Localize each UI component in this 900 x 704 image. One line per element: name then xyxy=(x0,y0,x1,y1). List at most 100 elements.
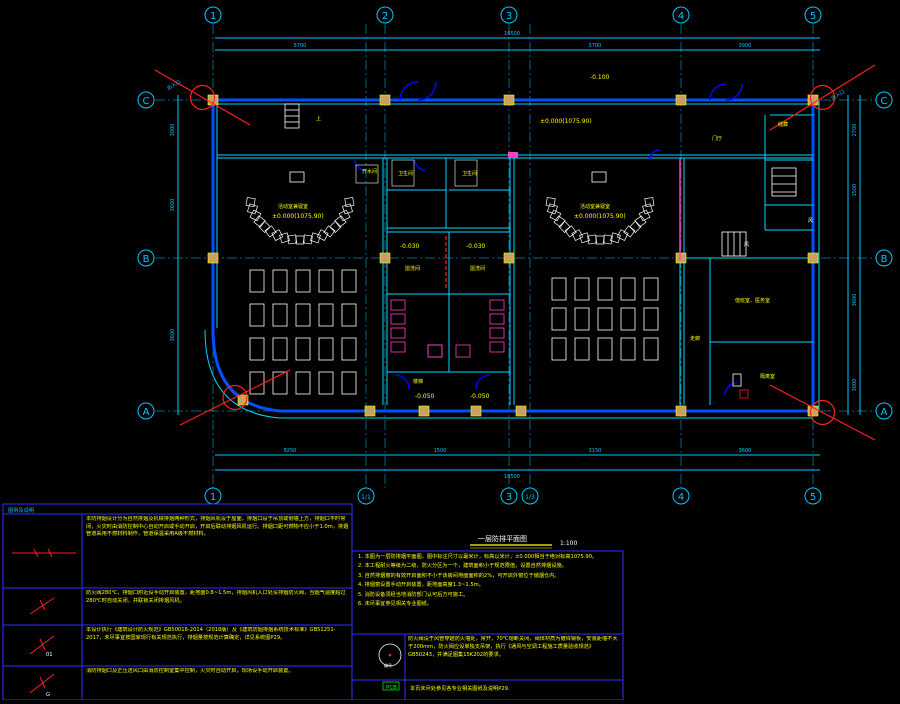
dimension-lines xyxy=(177,37,861,471)
axis-label-left-c: C xyxy=(143,96,150,107)
fire-arrow-icon xyxy=(769,64,876,131)
toilet-stall xyxy=(489,341,505,353)
column-icon xyxy=(675,94,687,106)
teacher-desk xyxy=(591,171,607,183)
plan-title-name: 一层防排平面图 xyxy=(478,534,527,543)
axis-bubble-icon xyxy=(875,402,893,420)
axis-label-bottom-5: 4 xyxy=(678,492,684,503)
dim-right-seg-1: 2700 xyxy=(852,124,858,137)
axis-labels: 1 2 3 4 5 1 1/1 3 1/3 4 5 C B A C B A xyxy=(143,11,888,503)
desk xyxy=(295,269,311,293)
fire-arrow-icon xyxy=(179,369,291,426)
wash-basin xyxy=(427,344,443,358)
note-item: 2. 本工程耐火等级为二级，防火分区为一个，建筑面积小于规范限值，设置自然排烟设… xyxy=(358,563,567,570)
bench-seat xyxy=(634,215,647,228)
dim-left-seg-2: 3600 xyxy=(170,199,176,212)
note-item: 1. 本图为一层防排烟平面图，图中标注尺寸以毫米计，标高以米计，±0.000相当… xyxy=(358,554,598,560)
legend-texts: 图例及说明 01 G 本防排烟设计分为自然排烟及机械排烟两种形式，排烟风机设于屋… xyxy=(8,506,349,698)
fire-arrow-icon xyxy=(769,384,876,441)
toilet-stall xyxy=(390,299,406,311)
bench-seat xyxy=(329,220,342,233)
bench-seat xyxy=(609,232,621,244)
desk xyxy=(295,303,311,327)
bench-seat xyxy=(579,232,591,244)
desk xyxy=(620,277,636,301)
desk xyxy=(643,277,659,301)
note-item: 5. 消防设备须经当地消防部门认可后方可施工。 xyxy=(358,591,469,598)
bench-seat xyxy=(616,229,629,241)
bench-seat xyxy=(545,197,556,208)
column-icon xyxy=(207,252,219,264)
axis-label-top-1: 1 xyxy=(210,11,216,22)
axis-label-bottom-3: 3 xyxy=(506,492,512,503)
stair-icon xyxy=(771,167,797,197)
circle-symbol-label: 编号 xyxy=(384,662,392,668)
axis-bubble-icon xyxy=(804,487,822,505)
sanitary-fixtures xyxy=(355,152,681,358)
bench-seat xyxy=(342,203,354,215)
tiny-label-2: 风 xyxy=(744,242,749,248)
legend-row-0-text: 本防排烟设计分为自然排烟及机械排烟两种形式，排烟风机设于屋面，排烟口设于吊顶或侧… xyxy=(86,516,349,538)
bench-seat xyxy=(638,209,651,222)
note-item: 6. 未尽事宜参见相关专业图纸。 xyxy=(358,601,433,608)
desk xyxy=(341,303,357,327)
desk xyxy=(318,371,334,395)
dim-left-seg-1: 3000 xyxy=(170,124,176,137)
column-icon xyxy=(515,405,527,417)
door-arc-icon xyxy=(724,382,738,396)
note-item: 3. 自然排烟窗的有效开启面积不小于该房间地面面积的2%，可开启外窗位于储烟仓内… xyxy=(358,572,560,579)
wash2-name: 盥洗间 xyxy=(470,265,485,272)
water-label: 开水间 xyxy=(362,168,377,175)
axis-bubble-icon xyxy=(204,6,222,24)
water-room-box xyxy=(355,164,379,184)
dim-bottom-seg-3: 3150 xyxy=(589,448,602,454)
column-icon xyxy=(675,405,687,417)
tiny-label-1: 风 xyxy=(808,218,813,224)
bench-seat xyxy=(295,235,305,245)
toilet-stall xyxy=(489,313,505,325)
note-item: 4. 排烟窗设置手动开启装置，距地面高度1.3~1.5m。 xyxy=(358,582,484,589)
wash-basin xyxy=(455,344,471,358)
room-left-level: ±0.000(1075.90) xyxy=(272,213,324,220)
bench-seat xyxy=(546,203,558,215)
dim-bottom-seg-2: 1500 xyxy=(434,448,447,454)
bench-seat xyxy=(549,209,562,222)
column-icon xyxy=(807,252,819,264)
desk xyxy=(318,337,334,361)
wash1-name: 盥洗间 xyxy=(405,265,420,272)
legend-heading: 图例及说明 xyxy=(8,506,34,514)
notes-list: 1. 本图为一层防排烟平面图，图中标注尺寸以毫米计，标高以米计，±0.000相当… xyxy=(358,553,620,609)
bench-seat xyxy=(309,232,321,244)
plan-title-scale: 1:100 xyxy=(560,540,577,547)
desk xyxy=(551,337,567,361)
toilet-stall xyxy=(489,327,505,339)
furniture xyxy=(245,171,749,399)
axis-label-top-3: 3 xyxy=(506,11,512,22)
fire-box xyxy=(739,389,749,399)
bottom-tag: PCB xyxy=(386,685,397,691)
dim-right-seg-3: 3600 xyxy=(852,294,858,307)
windows-and-doors xyxy=(354,81,743,396)
desk xyxy=(249,303,265,327)
desk xyxy=(249,269,265,293)
bottom-text: 本页未尽处参见各专业相关图纸及说明P29. xyxy=(410,684,510,692)
bench-seat xyxy=(623,225,636,238)
fire-smoke-arrows xyxy=(154,64,876,441)
axis-bubble-icon xyxy=(875,249,893,267)
column-icon xyxy=(675,252,687,264)
axis-bubble-icon xyxy=(875,91,893,109)
axis-label-right-c: C xyxy=(881,96,888,107)
desk xyxy=(551,277,567,301)
wc-grid xyxy=(454,159,478,187)
notes-texts: 1. 本图为一层防排烟平面图，图中标注尺寸以毫米计，标高以米计，±0.000相当… xyxy=(358,553,620,692)
legend-row-2-text: 本设计执行《建筑设计防火规范》GB50016-2014（2018版）及《建筑防烟… xyxy=(86,627,336,641)
dim-top-seg-2: 5700 xyxy=(589,43,602,49)
desk xyxy=(574,307,590,331)
fire-arrow-icon xyxy=(154,69,251,126)
dim-bottom-seg-1: 8250 xyxy=(284,448,297,454)
door-arc-icon xyxy=(475,374,491,390)
stairs xyxy=(284,103,797,257)
level-wet2: -0.030 xyxy=(466,243,486,250)
axis-bubble-icon xyxy=(672,487,690,505)
